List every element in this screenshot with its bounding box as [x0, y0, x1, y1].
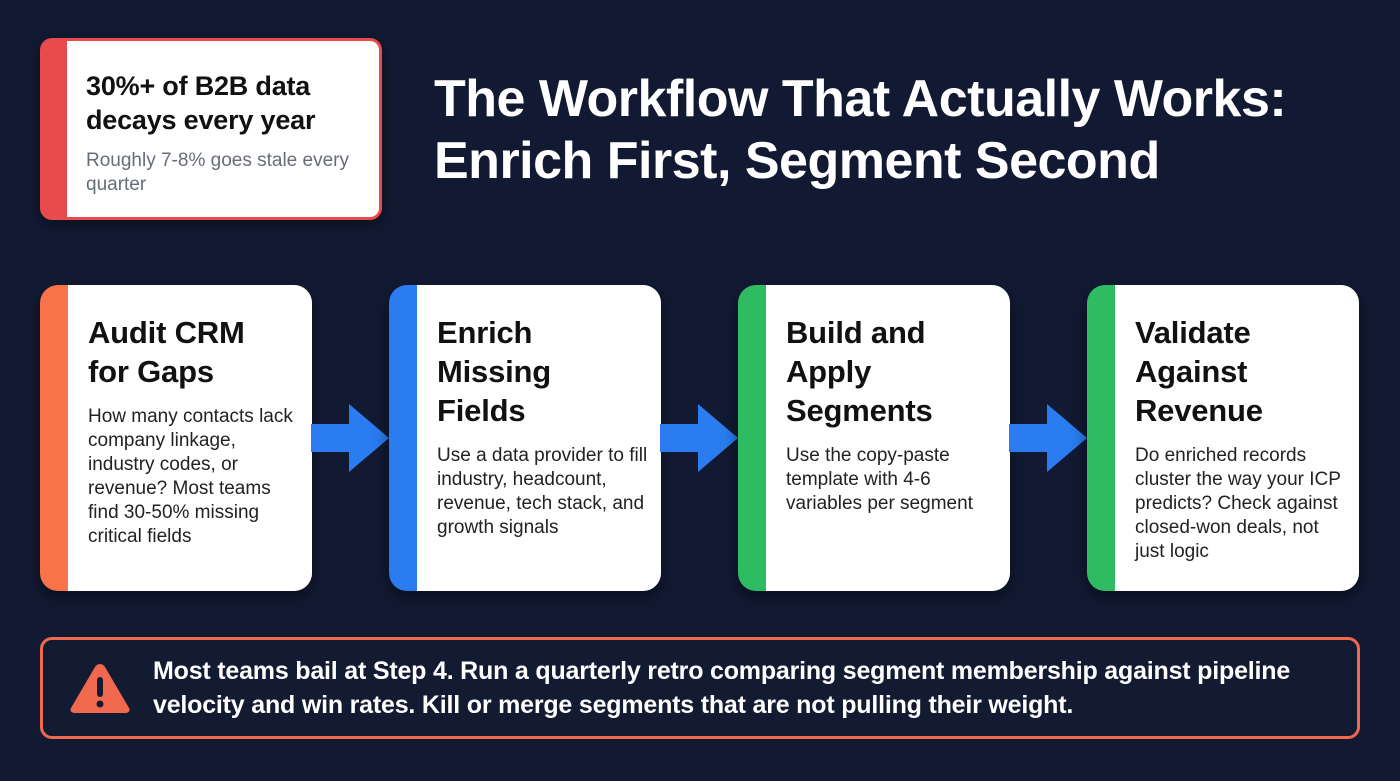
- arrow-right-icon: [660, 404, 738, 472]
- step-title: Validate Against Revenue: [1135, 315, 1263, 428]
- step-card-segments: Build and Apply Segments Use the copy-pa…: [738, 285, 1010, 591]
- stat-callout-body: 30%+ of B2B data decays every year Rough…: [67, 41, 379, 217]
- warning-triangle-icon: [70, 664, 130, 713]
- step-title: Audit CRM for Gaps: [88, 315, 245, 389]
- step-description: How many contacts lack company linkage, …: [88, 406, 293, 547]
- step-description: Do enriched records cluster the way your…: [1135, 445, 1341, 562]
- stat-headline: 30%+ of B2B data decays every year: [86, 71, 316, 135]
- step-description: Use a data provider to fill industry, he…: [437, 445, 648, 538]
- step-card-body: Audit CRM for Gaps How many contacts lac…: [68, 285, 312, 591]
- warning-text: Most teams bail at Step 4. Run a quarter…: [153, 657, 1291, 719]
- title-line-2: Enrich First, Segment Second: [434, 132, 1160, 190]
- step-card-enrich: Enrich Missing Fields Use a data provide…: [389, 285, 661, 591]
- warning-banner: Most teams bail at Step 4. Run a quarter…: [40, 637, 1360, 739]
- arrow-right-icon: [1009, 404, 1087, 472]
- step-card-validate: Validate Against Revenue Do enriched rec…: [1087, 285, 1359, 591]
- step-description: Use the copy-paste template with 4-6 var…: [786, 445, 973, 514]
- step-card-audit: Audit CRM for Gaps How many contacts lac…: [40, 285, 312, 591]
- step-title: Enrich Missing Fields: [437, 315, 552, 428]
- step-card-body: Enrich Missing Fields Use a data provide…: [417, 285, 661, 591]
- page-title: The Workflow That Actually Works: Enrich…: [434, 68, 1374, 192]
- stat-callout: 30%+ of B2B data decays every year Rough…: [40, 38, 382, 220]
- step-title: Build and Apply Segments: [786, 315, 933, 428]
- arrow-right-icon: [311, 404, 389, 472]
- step-card-body: Validate Against Revenue Do enriched rec…: [1115, 285, 1359, 591]
- step-card-body: Build and Apply Segments Use the copy-pa…: [766, 285, 1010, 591]
- title-line-1: The Workflow That Actually Works:: [434, 70, 1287, 128]
- stat-subtext: Roughly 7-8% goes stale every quarter: [86, 150, 349, 195]
